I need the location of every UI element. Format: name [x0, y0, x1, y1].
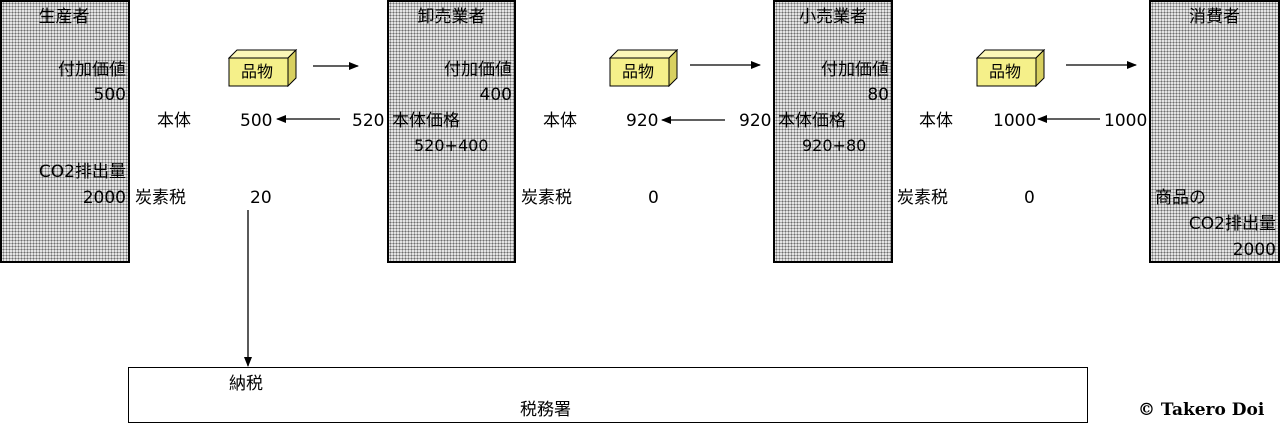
goods-box-icon: 品物: [227, 48, 298, 88]
wholesaler-price-label: 本体価格: [392, 111, 460, 131]
body-value-1: 500: [240, 111, 273, 131]
body-label-2: 本体: [543, 111, 577, 131]
consumer-goods-co2-label-2: CO2排出量: [1188, 214, 1276, 234]
goods-box-shape: [608, 48, 679, 88]
retailer-value-added: 80: [867, 85, 889, 105]
body-value-2: 920: [626, 111, 659, 131]
tax-office-name: 税務署: [520, 400, 571, 420]
consumer-title: 消費者: [1189, 7, 1240, 27]
carbon-tax-value-1: 20: [250, 188, 272, 208]
retailer-title: 小売業者: [799, 7, 867, 27]
payment-value-2: 920: [739, 111, 772, 131]
producer-value-added-label: 付加価値: [58, 60, 126, 80]
retailer-box: [773, 0, 893, 263]
producer-value-added: 500: [93, 85, 126, 105]
consumer-box: [1149, 0, 1280, 263]
carbon-tax-value-2: 0: [648, 188, 659, 208]
tax-payment-label: 納税: [229, 374, 263, 394]
producer-co2-label: CO2排出量: [38, 162, 126, 182]
retailer-price-formula: 920+80: [802, 136, 867, 155]
carbon-tax-label-3: 炭素税: [897, 188, 948, 208]
goods-box-shape: [227, 48, 298, 88]
wholesaler-price-formula: 520+400: [414, 136, 489, 155]
retailer-value-added-label: 付加価値: [821, 60, 889, 80]
wholesaler-box: [387, 0, 516, 263]
payment-value-1: 520: [352, 111, 385, 131]
goods-box-shape: [975, 48, 1046, 88]
goods-box-icon: 品物: [608, 48, 679, 88]
producer-box: [0, 0, 130, 263]
goods-label: 品物: [988, 62, 1021, 81]
tax-office-box: [128, 367, 1088, 423]
copyright-notice: © Takero Doi: [1138, 400, 1265, 420]
consumer-goods-co2-label-1: 商品の: [1155, 188, 1206, 208]
body-label-3: 本体: [919, 111, 953, 131]
carbon-tax-label-1: 炭素税: [135, 188, 186, 208]
goods-label: 品物: [621, 62, 654, 81]
body-label-1: 本体: [157, 111, 191, 131]
retailer-price-label: 本体価格: [778, 111, 846, 131]
carbon-tax-value-3: 0: [1024, 188, 1035, 208]
carbon-tax-label-2: 炭素税: [521, 188, 572, 208]
goods-label: 品物: [240, 62, 273, 81]
producer-title: 生産者: [38, 7, 90, 27]
producer-co2: 2000: [82, 188, 126, 208]
payment-value-3: 1000: [1104, 111, 1148, 131]
wholesaler-value-added: 400: [479, 85, 512, 105]
body-value-3: 1000: [993, 111, 1037, 131]
goods-box-icon: 品物: [975, 48, 1046, 88]
consumer-goods-co2: 2000: [1232, 240, 1276, 260]
wholesaler-value-added-label: 付加価値: [444, 60, 512, 80]
wholesaler-title: 卸売業者: [417, 7, 486, 27]
